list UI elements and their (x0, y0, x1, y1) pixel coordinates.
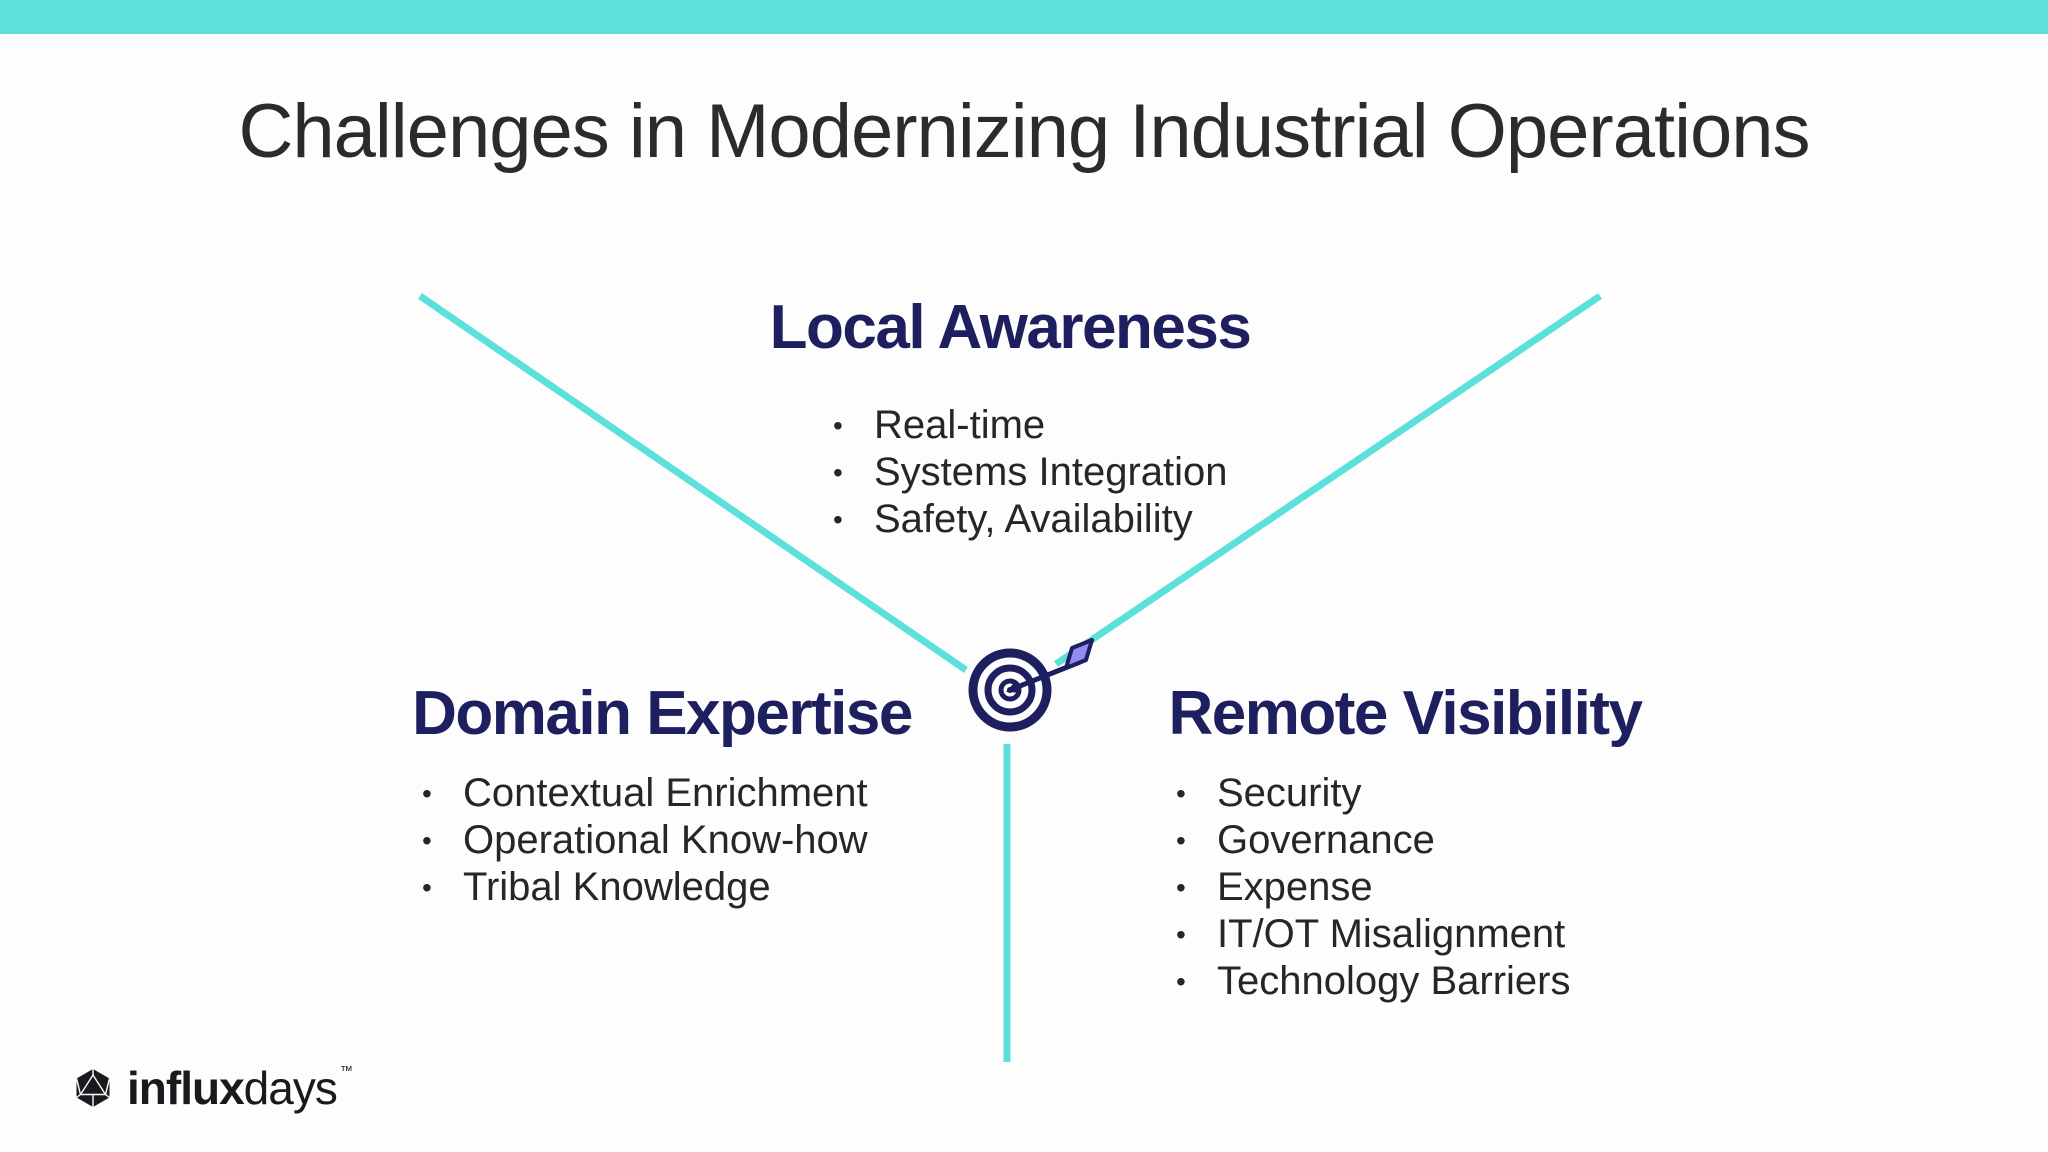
bullet-item: IT/OT Misalignment (1174, 911, 1571, 958)
influxdays-wordmark: influx days ™ (127, 1061, 353, 1115)
page-title: Challenges in Modernizing Industrial Ope… (238, 89, 1810, 174)
top-accent-bar (0, 0, 2048, 34)
influxdays-logo: influx days ™ (73, 1061, 353, 1115)
target-bullseye-arrow-icon (968, 638, 1094, 732)
bullet-list-remote-visibility: Security Governance Expense IT/OT Misali… (1174, 770, 1571, 1005)
connector-line-right (1054, 293, 1602, 667)
bullet-list-local-awareness: Real-time Systems Integration Safety, Av… (831, 402, 1228, 543)
influxdata-polyhedron-icon (75, 1069, 111, 1107)
logo-text-light: days (243, 1062, 338, 1114)
connector-line-left (418, 293, 968, 673)
bullet-item: Operational Know-how (420, 817, 868, 864)
logo-text-bold: influx (127, 1062, 245, 1114)
bullet-list-domain-expertise: Contextual Enrichment Operational Know-h… (420, 770, 868, 911)
section-heading-remote-visibility: Remote Visibility (1168, 679, 1643, 748)
section-heading-local-awareness: Local Awareness (769, 293, 1252, 362)
bullet-item: Governance (1174, 817, 1571, 864)
bullet-item: Systems Integration (831, 449, 1228, 496)
bullet-item: Safety, Availability (831, 496, 1228, 543)
trademark-symbol: ™ (339, 1063, 353, 1078)
bullet-item: Real-time (831, 402, 1228, 449)
bullet-item: Contextual Enrichment (420, 770, 868, 817)
bullet-item: Security (1174, 770, 1571, 817)
bullet-item: Expense (1174, 864, 1571, 911)
bullet-item: Technology Barriers (1174, 958, 1571, 1005)
bullet-item: Tribal Knowledge (420, 864, 868, 911)
section-heading-domain-expertise: Domain Expertise (412, 679, 913, 748)
